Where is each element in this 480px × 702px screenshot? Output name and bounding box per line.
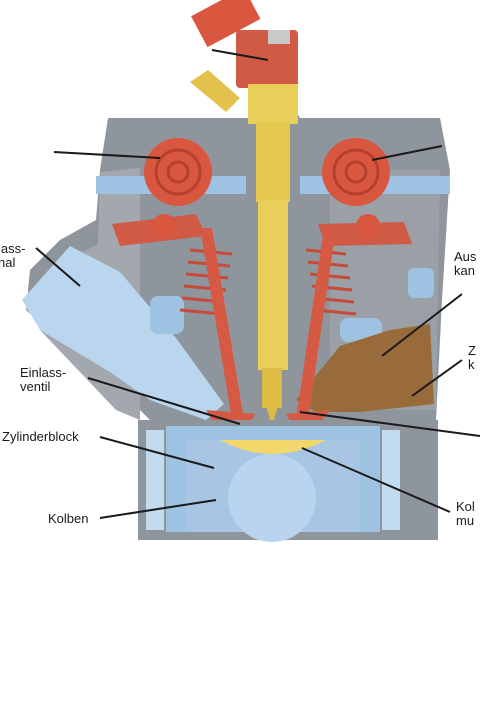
- exhaust-port: [296, 324, 434, 412]
- leader-lines: [35, 49, 480, 519]
- label-einlasskanal: lass- nal: [0, 241, 26, 270]
- label-z: Z k: [468, 343, 476, 372]
- label-kolbenmulde: Kol mu: [456, 499, 475, 528]
- label-einlassventil: Einlass- ventil: [20, 365, 67, 394]
- label-zylinderblock: Zylinderblock: [2, 429, 79, 444]
- injector-body: [248, 84, 298, 426]
- piston-icon: [186, 440, 360, 542]
- label-kolben: Kolben: [48, 511, 89, 526]
- camshaft-icon: [144, 138, 390, 206]
- intake-port: [22, 246, 224, 420]
- rocker-arm: [112, 214, 412, 246]
- label-auslasskanal: Aus kan: [454, 249, 477, 278]
